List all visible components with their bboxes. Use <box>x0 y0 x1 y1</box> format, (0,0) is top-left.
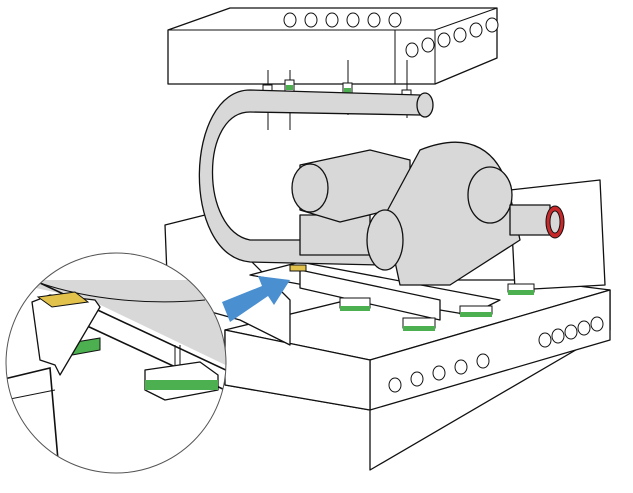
detail-inset <box>5 252 227 474</box>
pump <box>366 141 565 286</box>
slab-core-hole <box>388 12 402 28</box>
pipe-loop <box>198 89 434 266</box>
arrow-right-icon <box>222 276 290 322</box>
ceiling-slab <box>167 7 499 85</box>
slab-core-hole <box>476 353 490 369</box>
slab-core-hole <box>405 42 419 58</box>
slab-core-hole <box>454 359 468 375</box>
slab-core-hole <box>304 12 318 28</box>
slab-core-hole <box>564 324 578 340</box>
slab-core-hole <box>283 12 297 28</box>
slab-core-hole <box>551 328 565 344</box>
slab-core-hole <box>437 32 451 48</box>
slab-core-hole <box>325 12 339 28</box>
slab-core-hole <box>432 365 446 381</box>
slab-core-hole <box>410 371 424 387</box>
slab-core-hole <box>577 320 591 336</box>
slab-core-hole <box>388 377 402 393</box>
slab-core-hole <box>367 12 381 28</box>
motor <box>291 149 411 256</box>
slab-core-hole <box>346 12 360 28</box>
slab-core-hole <box>421 37 435 53</box>
slab-core-hole <box>538 332 552 348</box>
slab-core-hole <box>469 22 483 38</box>
slab-core-hole <box>485 17 499 33</box>
slab-core-hole <box>453 27 467 43</box>
slab-core-hole <box>590 316 604 332</box>
